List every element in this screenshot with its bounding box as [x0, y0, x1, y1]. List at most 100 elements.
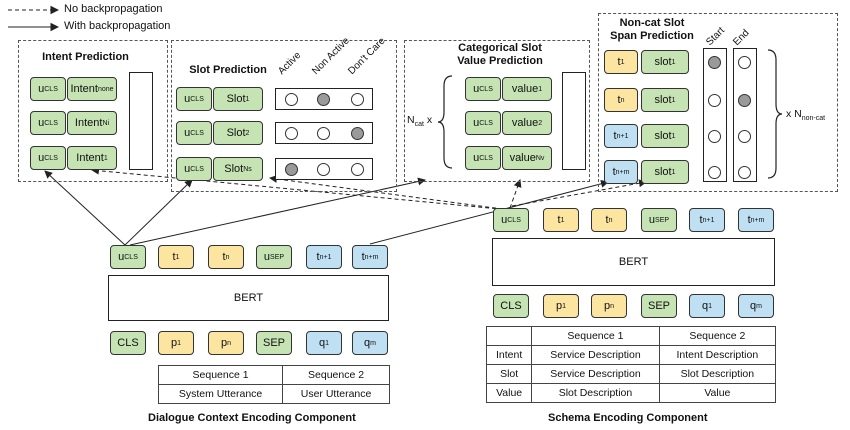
dialogue-input-token-text: SEP — [262, 337, 285, 349]
slot-status-circle — [351, 127, 364, 140]
noncat-end-column — [733, 48, 757, 182]
cat-ucls-token-subscript: CLS — [479, 154, 493, 162]
schema-output-token-text: t — [557, 214, 561, 226]
schema-input-token-subscript: 1 — [562, 302, 567, 310]
slot-status-circle — [351, 93, 364, 106]
schema-output-token-text: t — [747, 214, 751, 226]
intent-ucls-token-subscript: CLS — [44, 154, 58, 162]
slot-ucls-token-subscript: CLS — [190, 95, 204, 103]
schema-input-token-text: q — [701, 300, 709, 312]
dialogue-output-token-text: t — [316, 251, 320, 263]
slot-ucls-token-subscript: CLS — [190, 129, 204, 137]
dialogue-input-token: CLS — [110, 331, 146, 355]
noncat-slot-token-text: slot — [654, 94, 672, 106]
dialogue-input-token-subscript: 1 — [177, 339, 182, 347]
schema-output-token-subscript: SEP — [655, 216, 670, 224]
schema-input-token-subscript: n — [610, 302, 615, 310]
noncat-end-circle — [738, 56, 751, 69]
dialogue-table-cell-seq2: User Utterance — [282, 384, 390, 404]
dialogue-input-token-subscript: n — [227, 339, 232, 347]
dialogue-output-token-subscript: n+1 — [319, 253, 332, 261]
slot-label-token-text: Slot — [226, 93, 246, 105]
schema-input-token-text: SEP — [647, 300, 670, 312]
schema-input-token-text: q — [750, 300, 757, 312]
schema-table-cell: Value — [485, 383, 533, 403]
slot-label-token-subscript: 1 — [245, 95, 250, 103]
noncat-token-subscript: n+1 — [616, 132, 629, 140]
schema-table-cell: Service Description — [531, 345, 660, 365]
schema-table-cell: Service Description — [531, 364, 660, 384]
noncat-token-subscript: 1 — [620, 58, 625, 66]
slot-ucls-token-text: u — [184, 93, 191, 105]
dialogue-output-token-text: u — [118, 251, 125, 263]
cat-multiplier: Ncat x — [407, 114, 433, 129]
cat-title: Categorical Slot Value Prediction — [430, 42, 570, 68]
schema-input-token-subscript: m — [756, 302, 762, 310]
cat-title-line1: Categorical Slot — [458, 42, 542, 54]
noncat-token-text: t — [617, 94, 621, 106]
dialogue-output-token-text: t — [172, 251, 176, 263]
slot-status-circle — [317, 93, 330, 106]
slot-panel — [171, 40, 397, 192]
noncat-token-text: t — [617, 56, 621, 68]
slot-ucls-token-text: u — [184, 127, 191, 139]
schema-table-cell: Sequence 2 — [658, 326, 777, 346]
cat-value-token-subscript: 2 — [538, 119, 543, 127]
dialogue-input-token-text: q — [318, 337, 326, 349]
intent-label-token-subscript: none — [97, 85, 114, 93]
schema-table-cell — [485, 326, 533, 346]
intent-ucls-token-text: u — [38, 152, 45, 164]
dialogue-input-token-text: p — [170, 337, 178, 349]
slot-ucls-token-subscript: CLS — [190, 165, 204, 173]
dialogue-input-token-text: p — [220, 337, 228, 349]
schema-bert-block: BERT — [492, 238, 775, 286]
cat-prob-column — [562, 72, 586, 170]
intent-label-token-text: Intent — [74, 117, 103, 129]
schema-input-token-subscript: 1 — [708, 302, 713, 310]
noncat-token-text: t — [613, 130, 617, 142]
noncat-start-circle — [708, 130, 721, 143]
noncat-token-subscript: n — [620, 96, 625, 104]
schema-input-token-text: p — [555, 300, 563, 312]
dialogue-caption: Dialogue Context Encoding Component — [148, 412, 356, 424]
slot-status-circle — [285, 93, 298, 106]
dialogue-input-token-subscript: 1 — [325, 339, 330, 347]
noncat-title-line1: Non-cat Slot — [619, 17, 685, 29]
intent-ucls-token-text: u — [38, 117, 45, 129]
dialogue-output-token-subscript: n+m — [364, 253, 379, 261]
dialogue-input-token: SEP — [256, 331, 292, 355]
noncat-multiplier: x Nnon-cat — [786, 108, 826, 123]
intent-label-token-subscript: 1 — [103, 154, 108, 162]
dialogue-output-token-subscript: CLS — [124, 253, 138, 261]
slot-status-circle — [285, 127, 298, 140]
dialogue-table-header-seq1: Sequence 1 — [157, 365, 284, 385]
schema-output-token-subscript: n+m — [750, 216, 765, 224]
noncat-start-circle — [708, 94, 721, 107]
cat-ucls-token-subscript: CLS — [479, 85, 493, 93]
noncat-end-circle — [738, 130, 751, 143]
